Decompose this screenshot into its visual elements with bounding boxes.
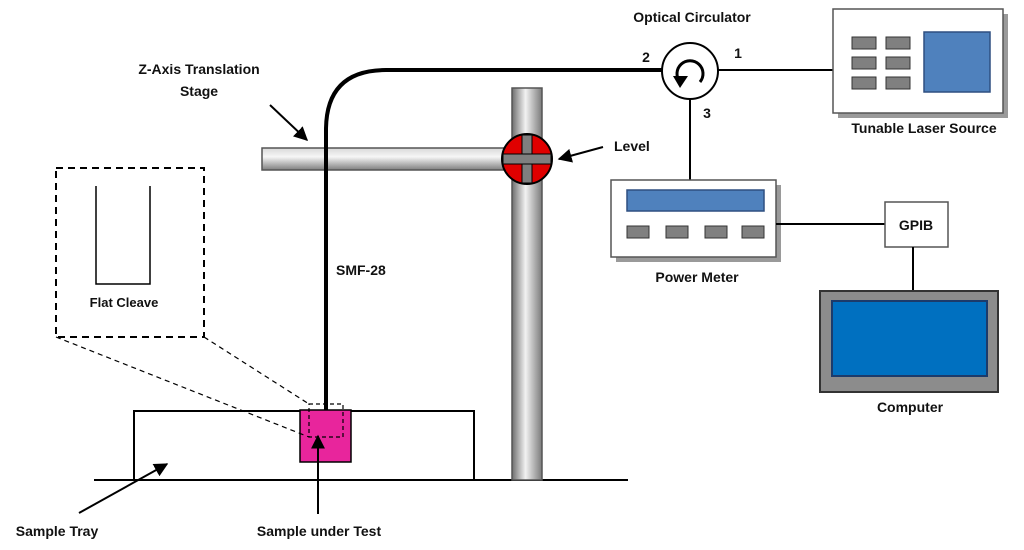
cleaved-fiber-outline <box>95 186 151 285</box>
label-port-3: 3 <box>703 105 711 121</box>
tunable-laser-source <box>832 8 1008 118</box>
label-power-meter: Power Meter <box>655 269 739 285</box>
zoom-line-top <box>203 336 310 405</box>
smf28-fiber <box>324 68 662 428</box>
gpib-box <box>884 201 949 248</box>
flat-cleave-inset <box>55 167 205 338</box>
label-smf28: SMF-28 <box>336 262 386 278</box>
level-knob <box>501 133 553 185</box>
label-gpib: GPIB <box>899 217 933 233</box>
label-level: Level <box>614 138 650 154</box>
label-port-1: 1 <box>734 45 742 61</box>
label-flat-cleave: Flat Cleave <box>90 295 159 310</box>
power-meter <box>610 179 781 262</box>
label-sample-under-test: Sample under Test <box>257 523 382 539</box>
computer <box>819 290 999 393</box>
optical-circulator <box>661 42 719 100</box>
arrow-level <box>557 146 604 163</box>
arrow-sample-tray <box>78 463 169 514</box>
label-sample-tray: Sample Tray <box>16 523 99 539</box>
arrow-z-axis <box>269 104 309 141</box>
label-tunable-laser-source: Tunable Laser Source <box>851 120 996 136</box>
label-z-axis-line1: Z-Axis Translation <box>138 61 259 77</box>
label-z-axis-line2: Stage <box>180 83 218 99</box>
z-axis-stage-bar <box>261 147 528 171</box>
sample-zoom-box <box>308 403 344 438</box>
label-port-2: 2 <box>642 49 650 65</box>
label-optical-circulator: Optical Circulator <box>633 9 751 25</box>
label-computer: Computer <box>877 399 944 415</box>
zoom-line-bottom <box>55 336 310 438</box>
